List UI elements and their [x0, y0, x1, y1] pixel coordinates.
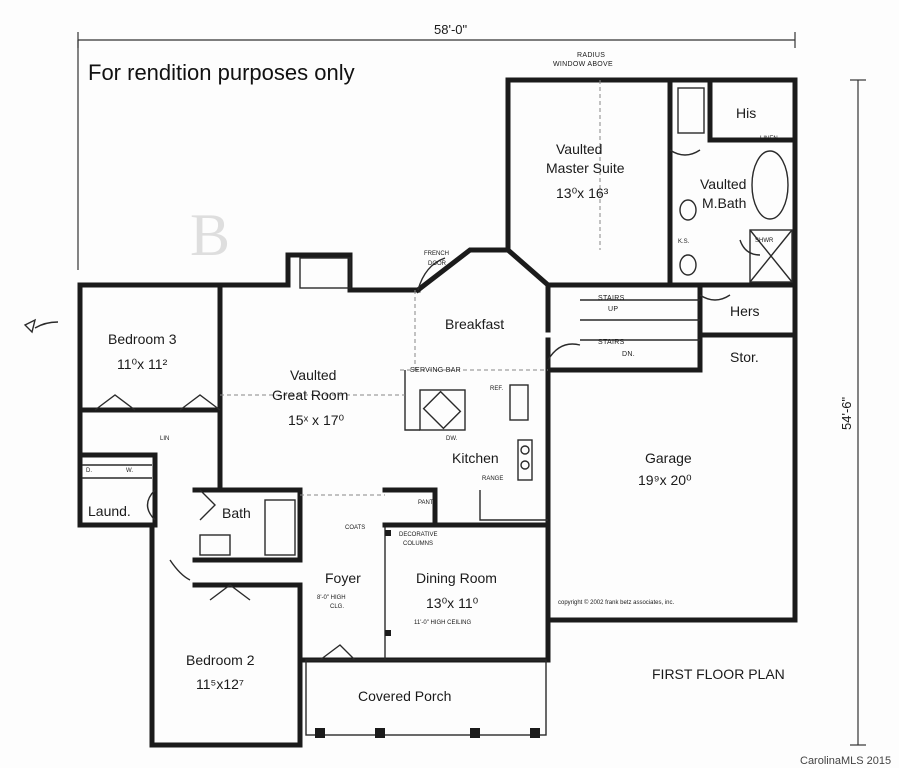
- dining-room-name: Dining Room: [416, 570, 497, 586]
- width-dimension: 58'-0": [434, 22, 468, 37]
- garage-size: 19⁹x 20⁰: [638, 472, 692, 488]
- linen-note: LINEN: [760, 136, 778, 142]
- fixtures: [82, 80, 793, 738]
- dw-note: DW.: [446, 436, 458, 442]
- master-bath-name-1: Vaulted: [700, 176, 746, 192]
- garage-name: Garage: [645, 450, 692, 466]
- stairs-up-note-1: STAIRS: [598, 295, 625, 302]
- hers-closet-name: Hers: [730, 303, 760, 319]
- serving-bar-note: SERVING BAR: [410, 367, 461, 374]
- kitchen-name: Kitchen: [452, 450, 499, 466]
- pantry-note: PANT: [418, 500, 434, 506]
- dryer-note: D.: [86, 468, 92, 474]
- master-bath-name-2: M.Bath: [702, 195, 746, 211]
- master-suite-name-1: Vaulted: [556, 141, 602, 157]
- north-arrow-icon: [23, 318, 59, 334]
- coats-note: COATS: [345, 525, 365, 531]
- laundry-name: Laund.: [88, 503, 131, 519]
- decorative-columns-note-1: DECORATIVE: [399, 532, 438, 538]
- radius-window-note-1: RADIUS: [577, 52, 605, 59]
- great-room-name-1: Vaulted: [290, 367, 336, 383]
- great-room-name-2: Great Room: [272, 387, 348, 403]
- his-closet-name: His: [736, 105, 756, 121]
- radius-window-note-2: WINDOW ABOVE: [553, 61, 613, 68]
- foyer-note-1: 8'-0" HIGH: [317, 595, 346, 601]
- svg-text:B: B: [190, 202, 230, 268]
- doors: [94, 149, 761, 661]
- ks-note: K.S.: [678, 239, 690, 245]
- depth-dimension: 54'-6": [839, 396, 854, 430]
- master-suite-size: 13⁰x 16³: [556, 185, 609, 201]
- french-door-note-2: DOOR: [428, 261, 447, 267]
- background-logo-mark: B: [190, 202, 230, 268]
- great-room-size: 15ˣ x 17⁰: [288, 412, 345, 428]
- decorative-columns-note-2: COLUMNS: [403, 541, 433, 547]
- dining-room-note: 11'-0" HIGH CEILING: [414, 620, 472, 626]
- breakfast-name: Breakfast: [445, 316, 504, 332]
- dimension-lines: [77, 32, 866, 746]
- foyer-name: Foyer: [325, 570, 361, 586]
- range-note: RANGE: [482, 476, 503, 482]
- plan-title: FIRST FLOOR PLAN: [652, 666, 785, 682]
- ref-note: REF.: [490, 386, 503, 392]
- disclaimer-text: For rendition purposes only: [88, 60, 355, 85]
- bedroom2-size: 11⁵x12⁷: [196, 676, 244, 692]
- bedroom3-name: Bedroom 3: [108, 331, 177, 347]
- bath-name: Bath: [222, 505, 251, 521]
- covered-porch-name: Covered Porch: [358, 688, 451, 704]
- stairs-up-note-2: UP: [608, 306, 618, 313]
- foyer-note-2: CLG.: [330, 604, 344, 610]
- stairs-down-note-1: STAIRS: [598, 339, 625, 346]
- exterior-walls: [77, 77, 798, 748]
- stairs-down-note-2: DN.: [622, 351, 635, 358]
- french-door-note-1: FRENCH: [424, 251, 449, 257]
- lin-note: LIN: [160, 436, 169, 442]
- bedroom3-size: 11⁰x 11²: [117, 356, 168, 372]
- dining-room-size: 13⁰x 11⁰: [426, 595, 479, 611]
- washer-note: W.: [126, 468, 133, 474]
- master-suite-name-2: Master Suite: [546, 160, 625, 176]
- bedroom2-name: Bedroom 2: [186, 652, 255, 668]
- storage-name: Stor.: [730, 349, 759, 365]
- mls-watermark: CarolinaMLS 2015: [800, 755, 891, 767]
- copyright-note: copyright © 2002 frank betz associates, …: [558, 599, 674, 606]
- shower-note: SHWR: [755, 238, 774, 244]
